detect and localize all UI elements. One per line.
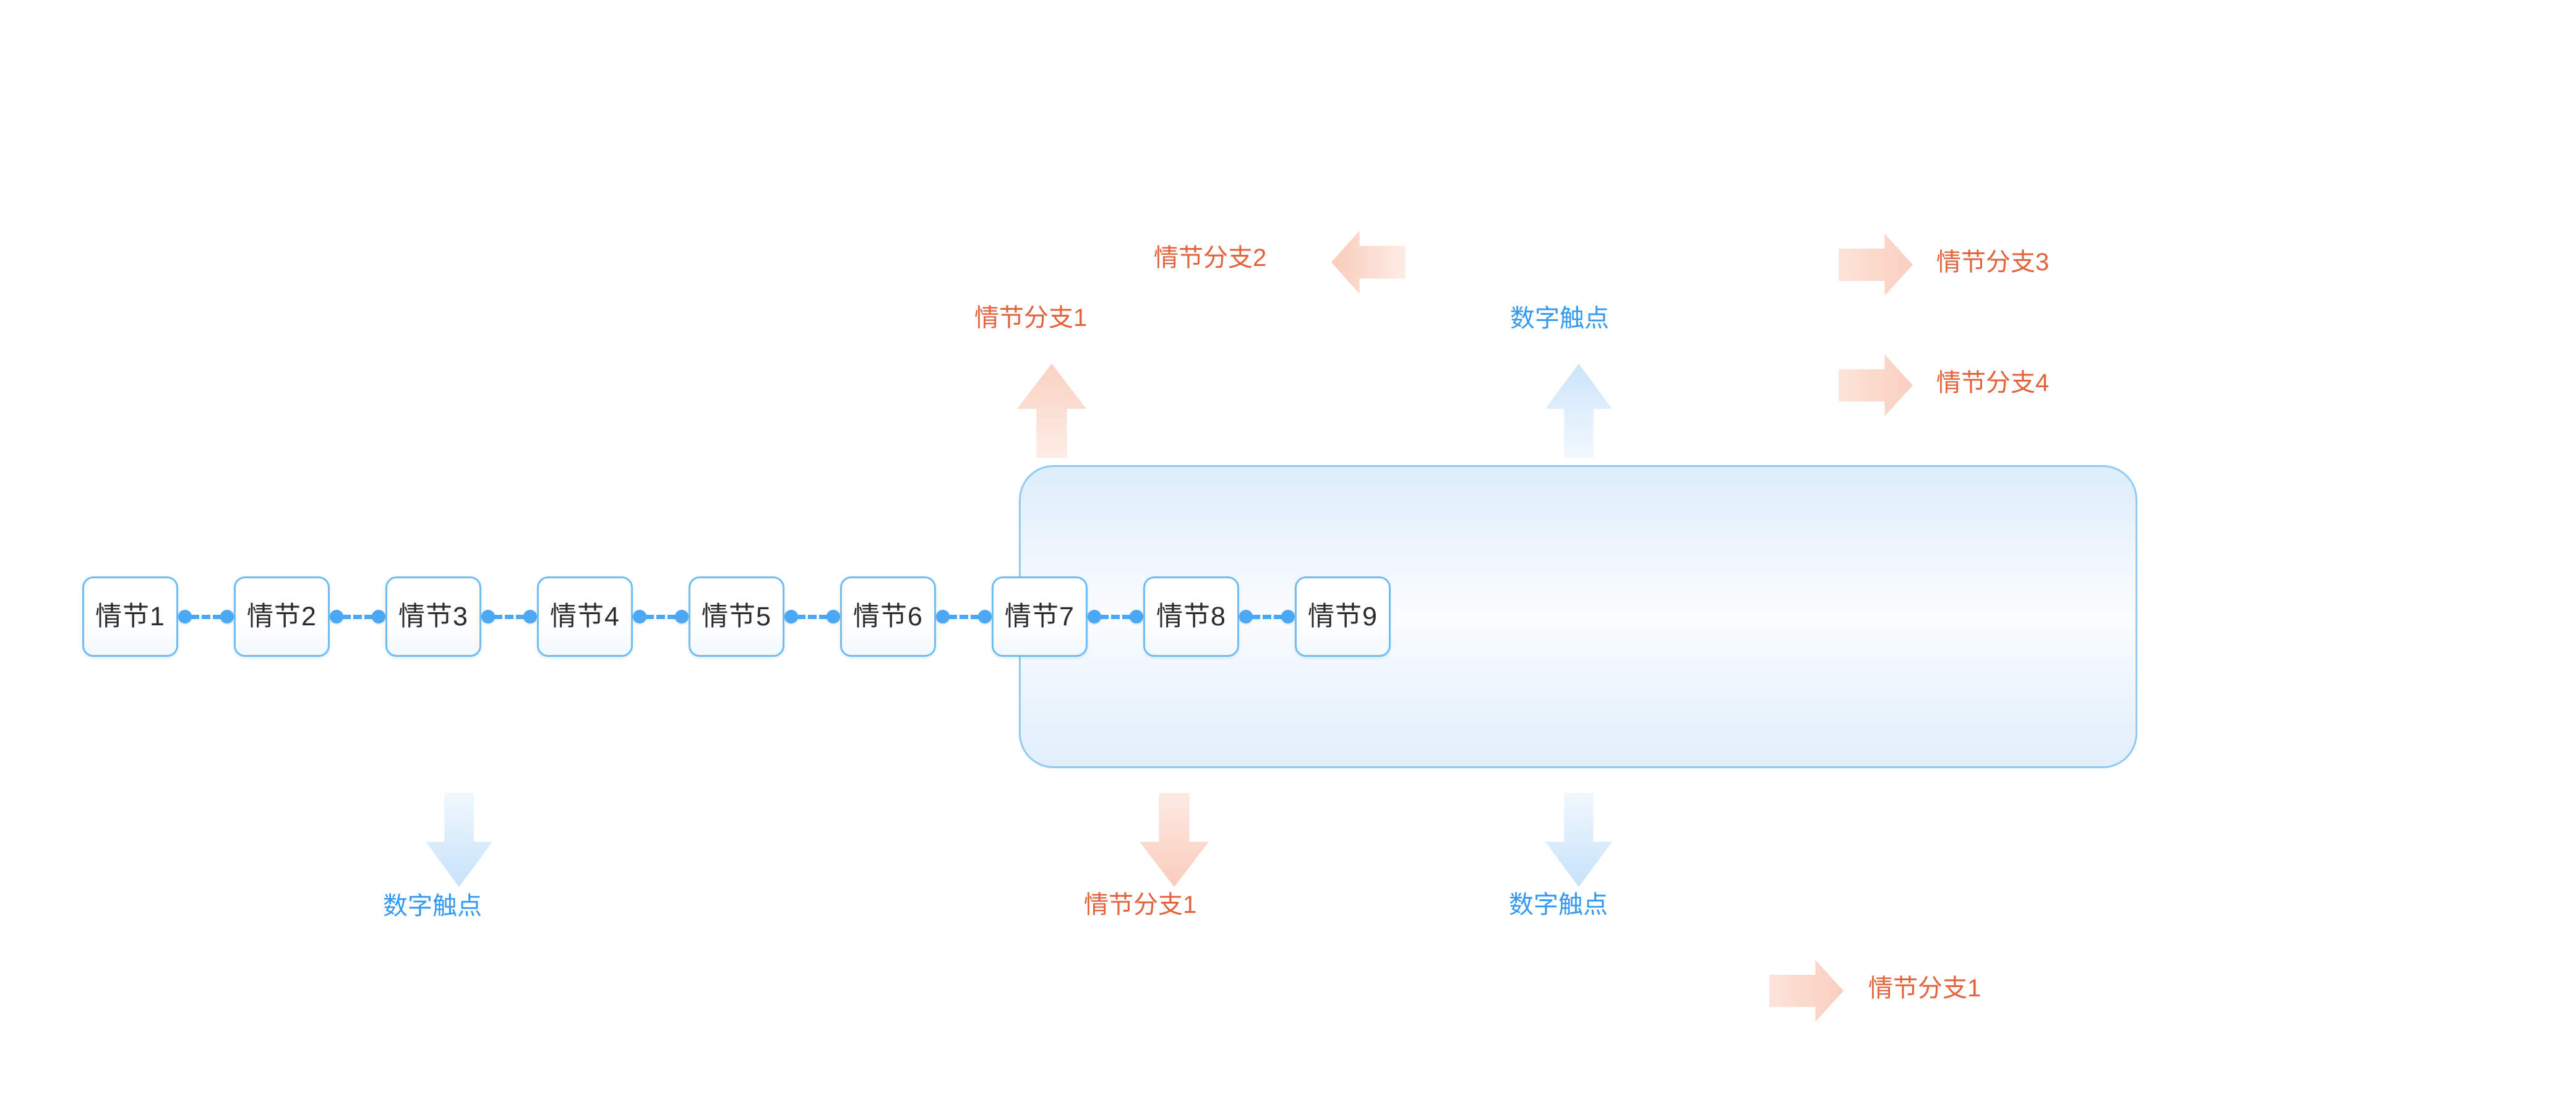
connector-end-dot: [1281, 610, 1295, 623]
connector-start-dot: [330, 610, 343, 623]
annotation-label-branch-1-bottom-right: 情节分支1: [1868, 975, 1981, 1002]
flow-connector-1-2: [178, 610, 234, 623]
connector-start-dot: [633, 610, 646, 623]
annotation-label-branch-1-bottom: 情节分支1: [1084, 891, 1197, 918]
flow-node-label: 情节2: [247, 601, 317, 631]
connector-end-dot: [372, 610, 385, 623]
flow-node-label: 情节4: [550, 601, 620, 631]
connector-end-dot: [826, 610, 840, 623]
flow-node-label: 情节7: [1005, 601, 1075, 631]
branch-right-arrow-icon: [1839, 354, 1913, 416]
connector-dashed-line: [1252, 614, 1282, 619]
flow-node-8[interactable]: 情节8: [1143, 576, 1239, 657]
flow-node-3[interactable]: 情节3: [385, 576, 481, 657]
flow-node-label: 情节6: [853, 601, 923, 631]
flow-connector-8-9: [1239, 610, 1295, 623]
flow-node-7[interactable]: 情节7: [992, 576, 1088, 657]
connector-dashed-line: [645, 614, 676, 619]
connector-start-dot: [936, 610, 950, 623]
annotation-label-touchpoint-top: 数字触点: [1510, 305, 1609, 332]
connector-start-dot: [1239, 610, 1253, 623]
connector-end-dot: [1130, 610, 1143, 623]
connector-end-dot: [523, 610, 537, 623]
flow-node-4[interactable]: 情节4: [537, 576, 633, 657]
flow-connector-4-5: [633, 610, 689, 623]
flow-node-label: 情节8: [1156, 601, 1226, 631]
connector-start-dot: [481, 610, 495, 623]
story-flow-row: 情节1 情节2 情节3 情节4: [82, 576, 1391, 657]
connector-dashed-line: [948, 614, 979, 619]
connector-dashed-line: [1100, 614, 1131, 619]
connector-start-dot: [784, 610, 798, 623]
flow-node-label: 情节3: [398, 601, 468, 631]
flow-node-6[interactable]: 情节6: [840, 576, 936, 657]
connector-dashed-line: [494, 614, 525, 619]
annotation-label-branch-1-top: 情节分支1: [974, 304, 1088, 332]
flow-node-label: 情节5: [702, 601, 771, 631]
touchpoint-down-arrow-icon: [1545, 793, 1612, 887]
touchpoint-up-arrow-icon: [1545, 364, 1612, 458]
connector-start-dot: [178, 610, 192, 623]
branch-right-arrow-icon: [1839, 234, 1913, 296]
annotation-label-branch-3: 情节分支3: [1936, 249, 2050, 276]
branch-right-arrow-icon: [1769, 960, 1844, 1022]
flow-connector-7-8: [1088, 610, 1143, 623]
flow-node-1[interactable]: 情节1: [82, 576, 178, 657]
touchpoint-down-arrow-icon: [426, 793, 492, 887]
flow-node-2[interactable]: 情节2: [234, 576, 330, 657]
annotation-label-branch-4: 情节分支4: [1936, 369, 2050, 396]
annotation-label-touchpoint-bottom-right: 数字触点: [1509, 891, 1608, 918]
flow-node-5[interactable]: 情节5: [689, 576, 784, 657]
connector-start-dot: [1088, 610, 1101, 623]
connector-end-dot: [220, 610, 234, 623]
flow-connector-5-6: [784, 610, 840, 623]
flow-node-label: 情节1: [95, 601, 165, 631]
branch-left-arrow-icon: [1331, 231, 1406, 294]
annotation-label-touchpoint-bottom-left: 数字触点: [383, 892, 482, 920]
branch-down-arrow-icon: [1140, 793, 1209, 887]
connector-dashed-line: [342, 614, 373, 619]
connector-dashed-line: [797, 614, 828, 619]
connector-dashed-line: [191, 614, 221, 619]
flow-node-9[interactable]: 情节9: [1295, 576, 1391, 657]
branch-up-arrow-icon: [1017, 364, 1086, 458]
flow-connector-3-4: [481, 610, 537, 623]
annotation-label-branch-2-top: 情节分支2: [1154, 244, 1267, 272]
flow-connector-2-3: [330, 610, 385, 623]
flow-node-label: 情节9: [1308, 601, 1378, 631]
connector-end-dot: [978, 610, 992, 623]
flow-connector-6-7: [936, 610, 992, 623]
connector-end-dot: [675, 610, 689, 623]
